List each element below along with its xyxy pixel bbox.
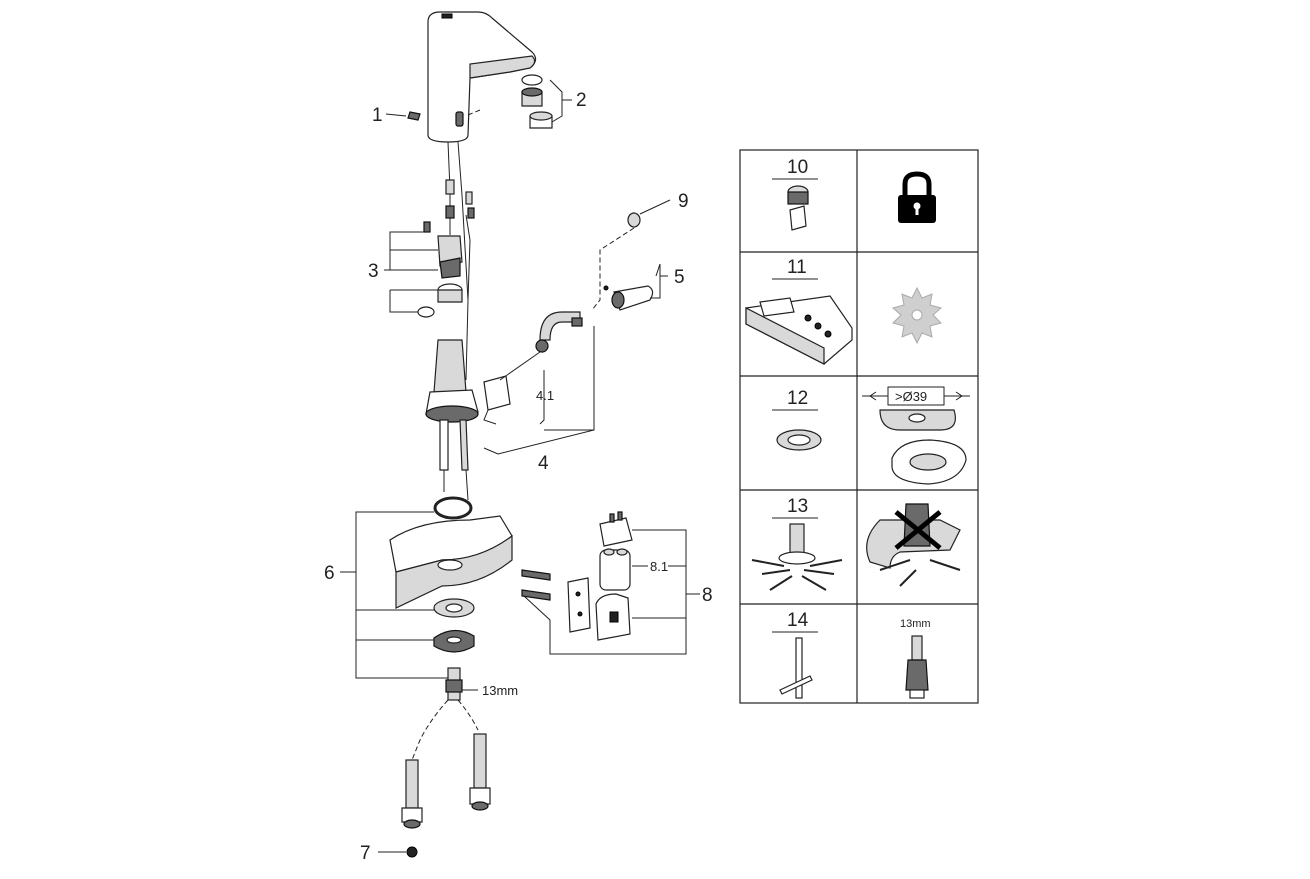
install-crossed-icon	[866, 503, 961, 587]
callout-6: 6	[324, 563, 335, 584]
control-unit	[425, 339, 479, 501]
padlock-icon	[898, 171, 936, 223]
callout-7: 7	[360, 843, 371, 864]
callout-8: 8	[702, 585, 713, 606]
battery-set	[521, 511, 633, 641]
callout-9: 9	[678, 191, 689, 212]
tool-size-label: 13mm	[900, 618, 931, 630]
callout-5: 5	[674, 267, 685, 288]
table-row-13-number: 13	[787, 496, 808, 517]
bracket	[483, 375, 511, 425]
table-row-10-number: 10	[787, 157, 808, 178]
callout-1: 1	[372, 105, 383, 126]
remote-control-icon	[745, 295, 853, 365]
socket-wrench-icon	[905, 635, 929, 699]
fixing-washers	[433, 598, 475, 653]
spanner-tool-icon	[779, 637, 813, 699]
callout-3: 3	[368, 261, 379, 282]
hole-diameter-label: >Ø39	[895, 389, 927, 404]
leader-lines	[340, 79, 700, 853]
callout-8-1: 8.1	[650, 559, 668, 574]
cables	[445, 179, 473, 381]
spanner-size-label: 13mm	[482, 683, 518, 698]
table-row-12-number: 12	[787, 388, 808, 409]
cap-9	[627, 212, 641, 228]
table-row-14-number: 14	[787, 610, 809, 631]
threaded-stud	[445, 667, 463, 701]
flex-hoses	[401, 699, 491, 858]
table-row-11-number: 11	[787, 257, 807, 278]
faucet-body	[427, 11, 537, 196]
callout-2: 2	[576, 90, 587, 111]
accessory-table: 10 11 12	[739, 149, 979, 704]
mounting-studs-icon	[751, 523, 843, 591]
mounting-set-3	[417, 207, 475, 318]
aerator-parts	[521, 74, 553, 129]
aerator-icon	[787, 185, 809, 231]
elbow-connector	[499, 311, 583, 381]
seal-ring-icon	[776, 429, 822, 451]
o-ring	[433, 496, 473, 520]
gear-icon	[891, 286, 943, 345]
temperature-handle	[603, 285, 654, 311]
callout-4: 4	[538, 453, 549, 474]
basin-hole-diameter-icon: >Ø39	[862, 386, 970, 485]
counter-top	[389, 515, 513, 609]
callout-4-1: 4.1	[536, 388, 554, 403]
set-screw	[407, 111, 421, 121]
